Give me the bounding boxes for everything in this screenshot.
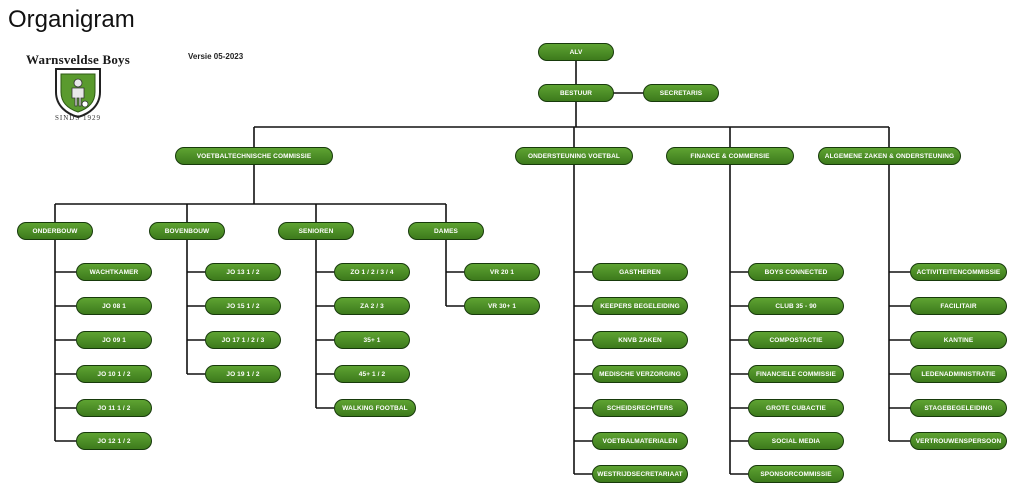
node-item[interactable]: KEEPERS BEGELEIDING xyxy=(592,297,688,315)
node-item[interactable]: JO 13 1 / 2 xyxy=(205,263,281,281)
node-item[interactable]: FINANCIELE COMMISSIE xyxy=(748,365,844,383)
node-item[interactable]: MEDISCHE VERZORGING xyxy=(592,365,688,383)
node-algemene-zaken[interactable]: ALGEMENE ZAKEN & ONDERSTEUNING xyxy=(818,147,961,165)
node-item[interactable]: WALKING FOOTBAL xyxy=(334,399,416,417)
node-ondersteuning-voetbal[interactable]: ONDERSTEUNING VOETBAL xyxy=(515,147,633,165)
node-item[interactable]: GASTHEREN xyxy=(592,263,688,281)
version-label: Versie 05-2023 xyxy=(188,52,244,61)
node-item[interactable]: JO 08 1 xyxy=(76,297,152,315)
node-item[interactable]: JO 17 1 / 2 / 3 xyxy=(205,331,281,349)
node-item[interactable]: VR 20 1 xyxy=(464,263,540,281)
node-item[interactable]: CLUB 35 - 90 xyxy=(748,297,844,315)
node-secretaris[interactable]: SECRETARIS xyxy=(643,84,719,102)
node-voetbaltechnische-commissie[interactable]: VOETBALTECHNISCHE COMMISSIE xyxy=(175,147,333,165)
node-item[interactable]: JO 19 1 / 2 xyxy=(205,365,281,383)
node-item[interactable]: STAGEBEGELEIDING xyxy=(910,399,1007,417)
node-item[interactable]: ZA 2 / 3 xyxy=(334,297,410,315)
logo-name: Warnsveldse Boys xyxy=(26,52,130,67)
node-item[interactable]: SCHEIDSRECHTERS xyxy=(592,399,688,417)
node-item[interactable]: FACILITAIR xyxy=(910,297,1007,315)
node-item[interactable]: VERTROUWENSPERSOON xyxy=(910,432,1007,450)
node-item[interactable]: BOYS CONNECTED xyxy=(748,263,844,281)
node-item[interactable]: JO 09 1 xyxy=(76,331,152,349)
node-item[interactable]: KNVB ZAKEN xyxy=(592,331,688,349)
node-item[interactable]: COMPOSTACTIE xyxy=(748,331,844,349)
node-item[interactable]: KANTINE xyxy=(910,331,1007,349)
node-item[interactable]: JO 15 1 / 2 xyxy=(205,297,281,315)
node-item[interactable]: 45+ 1 / 2 xyxy=(334,365,410,383)
node-item[interactable]: JO 12 1 / 2 xyxy=(76,432,152,450)
node-item[interactable]: WACHTKAMER xyxy=(76,263,152,281)
node-item[interactable]: LEDENADMINISTRATIE xyxy=(910,365,1007,383)
node-item[interactable]: VOETBALMATERIALEN xyxy=(592,432,688,450)
node-senioren[interactable]: SENIOREN xyxy=(278,222,354,240)
page-title: Organigram xyxy=(8,6,135,33)
node-item[interactable]: SPONSORCOMMISSIE xyxy=(748,465,844,483)
node-dames[interactable]: DAMES xyxy=(408,222,484,240)
node-item[interactable]: GROTE CUBACTIE xyxy=(748,399,844,417)
node-finance-commersie[interactable]: FINANCE & COMMERSIE xyxy=(666,147,794,165)
node-item[interactable]: JO 10 1 / 2 xyxy=(76,365,152,383)
node-alv[interactable]: ALV xyxy=(538,43,614,61)
shield-icon xyxy=(55,68,101,118)
node-item[interactable]: WESTRIJDSECRETARIAAT xyxy=(592,465,688,483)
node-item[interactable]: 35+ 1 xyxy=(334,331,410,349)
node-bovenbouw[interactable]: BOVENBOUW xyxy=(149,222,225,240)
node-bestuur[interactable]: BESTUUR xyxy=(538,84,614,102)
node-item[interactable]: ZO 1 / 2 / 3 / 4 xyxy=(334,263,410,281)
node-item[interactable]: JO 11 1 / 2 xyxy=(76,399,152,417)
node-item[interactable]: ACTIVITEITENCOMMISSIE xyxy=(910,263,1007,281)
node-item[interactable]: SOCIAL MEDIA xyxy=(748,432,844,450)
logo-since: SINDS 1929 xyxy=(55,114,101,122)
node-onderbouw[interactable]: ONDERBOUW xyxy=(17,222,93,240)
node-item[interactable]: VR 30+ 1 xyxy=(464,297,540,315)
